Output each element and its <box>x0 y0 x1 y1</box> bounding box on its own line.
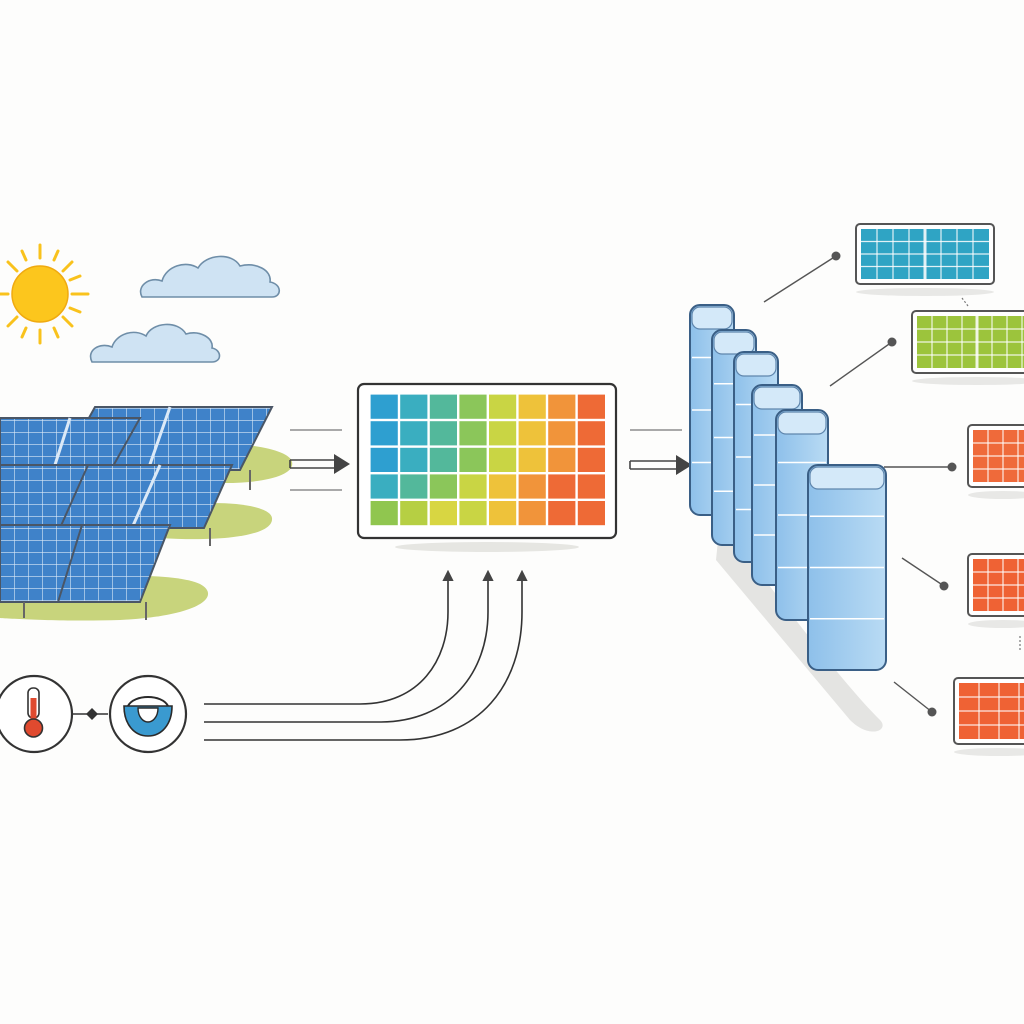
heatmap-cell <box>576 473 607 500</box>
heatmap-cell <box>369 499 399 527</box>
thermometer-icon <box>0 674 74 754</box>
heatmap-cell <box>487 420 518 447</box>
solar-panel-icon <box>967 553 1024 628</box>
heatmap-cell <box>487 473 518 500</box>
solar-panel-icon <box>0 524 84 618</box>
heatmap-cell <box>487 499 518 527</box>
heatmap-panel <box>356 382 618 552</box>
solar-panel-icon <box>46 464 234 546</box>
connector-dot <box>927 707 937 717</box>
solar-panel-icon <box>953 677 1024 756</box>
model-block <box>807 464 887 671</box>
cloud-icon <box>89 323 221 363</box>
heatmap-cell <box>546 499 577 527</box>
heatmap-cell <box>517 393 547 420</box>
flow-arrow <box>629 429 692 475</box>
solar-panel-icon <box>967 424 1024 499</box>
heatmap-cell <box>428 499 459 527</box>
connector-line <box>763 255 837 303</box>
connector-dot <box>939 581 949 591</box>
heatmap-cell <box>458 499 488 527</box>
heatmap-cell <box>399 420 429 447</box>
heatmap-cell <box>428 420 459 447</box>
heatmap-cell <box>517 420 547 447</box>
heatmap-cell <box>458 473 488 500</box>
heatmap-cell <box>428 393 459 420</box>
connector-dot <box>887 337 897 347</box>
heatmap-cell <box>428 446 459 474</box>
heatmap-cell <box>369 473 399 500</box>
solar-panel-icon <box>855 223 995 296</box>
heatmap-grid <box>369 393 607 527</box>
heatmap-cell <box>576 446 607 474</box>
cloud-icon <box>139 255 281 298</box>
heatmap-cell <box>517 446 547 474</box>
heatmap-cell <box>458 446 488 474</box>
heatmap-cell <box>369 420 399 447</box>
heatmap-cell <box>369 446 399 474</box>
connector-dot <box>831 251 841 261</box>
connector-dot <box>947 462 957 472</box>
heatmap-cell <box>487 446 518 474</box>
connector-line <box>901 557 945 587</box>
connector-line <box>829 341 893 387</box>
heatmap-cell <box>399 473 429 500</box>
layered-model <box>689 304 887 732</box>
heatmap-cell <box>399 393 429 420</box>
classified-panels <box>763 223 1024 756</box>
heatmap-cell <box>576 499 607 527</box>
heatmap-cell <box>576 420 607 447</box>
heatmap-cell <box>546 393 577 420</box>
water-gauge-icon <box>108 674 188 754</box>
heatmap-cell <box>458 420 488 447</box>
heatmap-cell <box>399 446 429 474</box>
sun-icon <box>0 243 90 345</box>
heatmap-cell <box>546 446 577 474</box>
heatmap-cell <box>546 473 577 500</box>
heatmap-cell <box>369 393 399 420</box>
heatmap-cell <box>428 473 459 500</box>
heatmap-cell <box>517 473 547 500</box>
connector-line <box>893 681 933 713</box>
heatmap-cell <box>487 393 518 420</box>
heatmap-cell <box>399 499 429 527</box>
flow-arrow <box>289 429 350 491</box>
heatmap-cell <box>546 420 577 447</box>
heatmap-cell <box>517 499 547 527</box>
solar-farm <box>0 406 293 621</box>
heatmap-cell <box>458 393 488 420</box>
input-flow-lines <box>204 569 528 741</box>
heatmap-cell <box>576 393 607 420</box>
solar-panel-icon <box>911 310 1024 385</box>
